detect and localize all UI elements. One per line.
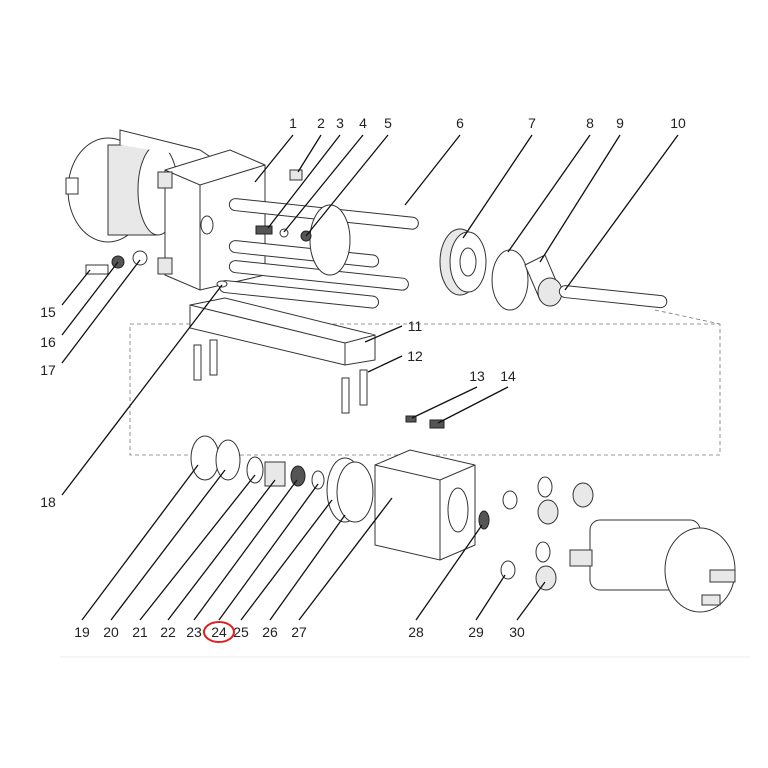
part-label-30[interactable]: 30	[509, 624, 525, 640]
part-label-13[interactable]: 13	[469, 368, 485, 384]
part-label-25[interactable]: 25	[233, 624, 249, 640]
part-label-12[interactable]: 12	[407, 348, 423, 364]
part-label-27[interactable]: 27	[291, 624, 307, 640]
part-label-3[interactable]: 3	[336, 115, 344, 131]
flange-block	[374, 449, 476, 561]
o-ring-28	[478, 510, 490, 530]
assembly-outline	[129, 323, 721, 456]
part-label-7[interactable]: 7	[528, 115, 536, 131]
part-label-9[interactable]: 9	[616, 115, 624, 131]
part-label-1[interactable]: 1	[289, 115, 297, 131]
part-label-21[interactable]: 21	[132, 624, 148, 640]
cylinder-end-cap	[65, 129, 216, 243]
part-label-14[interactable]: 14	[500, 368, 516, 384]
seal-ring	[491, 249, 529, 311]
part-label-4[interactable]: 4	[359, 115, 367, 131]
part-label-26[interactable]: 26	[262, 624, 278, 640]
part-label-10[interactable]: 10	[670, 115, 686, 131]
part-label-20[interactable]: 20	[103, 624, 119, 640]
part-label-29[interactable]: 29	[468, 624, 484, 640]
part-label-24[interactable]: 24	[211, 624, 227, 640]
part-label-17[interactable]: 17	[40, 362, 56, 378]
highlight-circle	[203, 621, 235, 643]
rear-cylinder	[569, 519, 736, 613]
part-label-22[interactable]: 22	[160, 624, 176, 640]
bolts	[193, 339, 368, 414]
leader-lines	[61, 134, 679, 621]
part-label-18[interactable]: 18	[40, 494, 56, 510]
part-label-19[interactable]: 19	[74, 624, 90, 640]
part-label-23[interactable]: 23	[186, 624, 202, 640]
part-label-6[interactable]: 6	[456, 115, 464, 131]
fitting-13	[405, 415, 417, 423]
fitting-14	[429, 419, 445, 429]
washers-nuts	[500, 476, 594, 591]
piston-rod	[524, 254, 668, 309]
piston	[439, 228, 487, 296]
part-label-16[interactable]: 16	[40, 334, 56, 350]
part-label-2[interactable]: 2	[317, 115, 325, 131]
part-label-11[interactable]: 11	[408, 318, 423, 334]
mounting-plate	[189, 280, 376, 366]
part-label-15[interactable]: 15	[40, 304, 56, 320]
part-label-8[interactable]: 8	[586, 115, 594, 131]
part-labels: 1 2 3 4 5 6 7 8 9 10 11 12 13 14 15 16 1…	[40, 115, 686, 640]
seal-rings-set	[190, 435, 374, 523]
axis-line	[654, 309, 721, 325]
part-label-28[interactable]: 28	[408, 624, 424, 640]
part-label-5[interactable]: 5	[384, 115, 392, 131]
